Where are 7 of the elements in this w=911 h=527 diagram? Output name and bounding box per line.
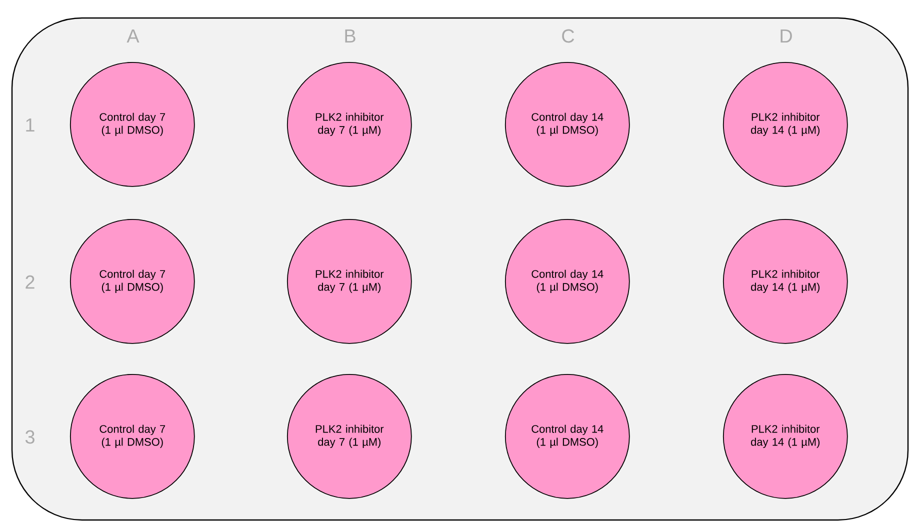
row-number: 2 (26, 275, 34, 289)
column-letter: A (126, 30, 140, 42)
column-letter: C (562, 29, 574, 43)
row-number: 3 (25, 430, 34, 444)
column-letter: D (780, 30, 792, 42)
row-number: 1 (26, 118, 34, 132)
column-letter: B (345, 30, 356, 42)
